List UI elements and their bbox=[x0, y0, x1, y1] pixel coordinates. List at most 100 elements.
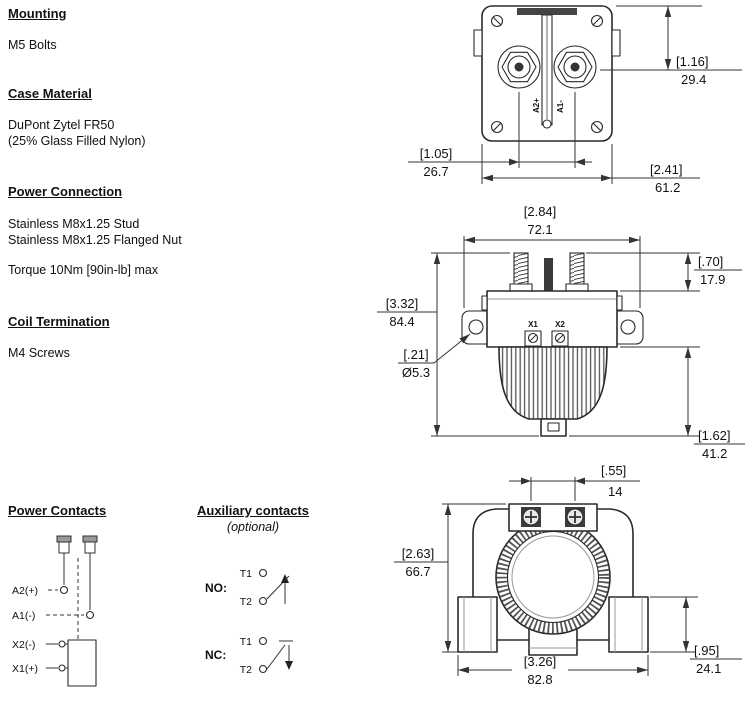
dim-side-width-mm: 72.1 bbox=[527, 222, 552, 237]
dim-top-height: [1.16] 29.4 bbox=[600, 5, 742, 87]
aux-no-t2-contact bbox=[258, 596, 268, 606]
dim-side-lower-in: [1.62] bbox=[698, 428, 731, 443]
coil-terminal-label-x1: X1 bbox=[528, 320, 538, 329]
top-view-left-tab bbox=[473, 29, 483, 57]
dim-front-screws: [.55] 14 bbox=[509, 463, 640, 501]
aux-no-t1-contact bbox=[258, 568, 268, 578]
ribbed-housing bbox=[498, 346, 608, 420]
coil-terminal-label-x2: X2 bbox=[555, 320, 565, 329]
aux-no-t1: T1 bbox=[240, 568, 252, 580]
top-view-right-tab bbox=[611, 29, 621, 57]
dim-front-width: [3.26] 82.8 bbox=[457, 654, 649, 687]
dim-side-stud-in: [.70] bbox=[698, 254, 723, 269]
power-stud-left bbox=[509, 252, 533, 292]
aux-nc-label: NC: bbox=[205, 648, 226, 662]
dim-side-width-in: [2.84] bbox=[524, 204, 557, 219]
spec-heading-case-material: Case Material bbox=[8, 86, 92, 101]
coil-terminal-x1 bbox=[58, 664, 66, 672]
dim-front-height-mm: 66.7 bbox=[405, 564, 430, 579]
terminal-a1-top bbox=[553, 45, 597, 89]
dim-side-stud-mm: 17.9 bbox=[700, 272, 725, 287]
aux-contacts-schematic: NO: T1 T2 NC: T1 T2 bbox=[205, 568, 293, 676]
spec-heading-power-connection: Power Connection bbox=[8, 184, 123, 199]
dim-top-spacing: [1.05] 26.7 bbox=[408, 92, 592, 179]
dim-front-screws-mm: 14 bbox=[608, 484, 622, 499]
dim-front-foot: [.95] 24.1 bbox=[650, 596, 742, 676]
coil-screw-x2 bbox=[551, 330, 569, 347]
dim-top-width: [2.41] 61.2 bbox=[481, 144, 700, 195]
dim-side-lower: [1.62] 41.2 bbox=[569, 346, 745, 461]
coil-screw-x1 bbox=[524, 330, 542, 347]
dim-front-height-in: [2.63] bbox=[402, 546, 435, 561]
dim-side-stud: [.70] 17.9 bbox=[586, 252, 742, 292]
aux-no-t2: T2 bbox=[240, 596, 252, 608]
right-mounting-hole bbox=[620, 319, 636, 335]
dim-front-foot-in: [.95] bbox=[694, 643, 719, 658]
power-stud-right bbox=[565, 252, 589, 292]
aux-nc-t1-contact bbox=[258, 636, 268, 646]
spec-line-power-2: Stainless M8x1.25 Flanged Nut bbox=[8, 233, 182, 247]
side-view-drawing: X1 X2 [2.84] 72.1 bbox=[377, 204, 745, 461]
dim-top-height-mm: 29.4 bbox=[681, 72, 706, 87]
terminal-label-a2: A2+ bbox=[532, 98, 541, 113]
contact-point-a1 bbox=[85, 610, 95, 620]
right-latch bbox=[616, 295, 623, 311]
dim-front-foot-mm: 24.1 bbox=[696, 661, 721, 676]
dim-side-width: [2.84] 72.1 bbox=[463, 204, 641, 308]
dim-front-width-in: [3.26] bbox=[524, 654, 557, 669]
spec-heading-coil-termination: Coil Termination bbox=[8, 314, 110, 329]
spec-line-case-2: (25% Glass Filled Nylon) bbox=[8, 134, 146, 148]
spec-heading-mounting: Mounting bbox=[8, 6, 67, 21]
power-label-x2: X2(-) bbox=[12, 639, 35, 651]
corner-screw-icons bbox=[490, 14, 604, 134]
aux-no-label: NO: bbox=[205, 581, 227, 595]
power-contacts-schematic: A2(+) A1(-) X2(-) X1(+) bbox=[12, 535, 98, 687]
spec-line-coil-1: M4 Screws bbox=[8, 346, 70, 360]
coil-terminal-x2 bbox=[58, 640, 66, 648]
dim-front-width-mm: 82.8 bbox=[527, 672, 552, 687]
power-contacts-title: Power Contacts bbox=[8, 503, 107, 518]
stud-symbol-a2 bbox=[56, 535, 72, 554]
dim-side-hole-mm: Ø5.3 bbox=[402, 365, 430, 380]
spec-line-power-3: Torque 10Nm [90in-lb] max bbox=[8, 263, 159, 277]
aux-nc-t2-contact bbox=[258, 664, 268, 674]
top-view-drawing: A2+ A1- [1.16] 29.4 [1.05] 26.7 bbox=[408, 5, 742, 195]
top-bracket bbox=[508, 503, 598, 532]
aux-contacts-subtitle: (optional) bbox=[226, 520, 280, 534]
front-view-drawing: [.55] 14 [2.63] 66.7 [3.26] 82.8 bbox=[394, 463, 742, 687]
spec-line-mounting-1: M5 Bolts bbox=[8, 38, 57, 52]
left-latch bbox=[481, 295, 488, 311]
dim-top-height-in: [1.16] bbox=[676, 54, 709, 69]
dim-side-lower-mm: 41.2 bbox=[702, 446, 727, 461]
power-label-a2: A2(+) bbox=[12, 585, 38, 597]
dim-top-spacing-in: [1.05] bbox=[420, 146, 453, 161]
dim-side-hole: [.21] Ø5.3 bbox=[398, 333, 471, 380]
spec-line-power-1: Stainless M8x1.25 Stud bbox=[8, 217, 140, 231]
dim-top-width-in: [2.41] bbox=[650, 162, 683, 177]
dim-front-height: [2.63] 66.7 bbox=[394, 503, 506, 653]
terminal-a2-top bbox=[497, 45, 541, 89]
dim-front-screws-in: [.55] bbox=[601, 463, 626, 478]
dim-side-height-in: [3.32] bbox=[386, 296, 419, 311]
lever-pivot bbox=[542, 119, 552, 129]
aux-lever-tab bbox=[544, 258, 553, 291]
aux-contacts-title: Auxiliary contacts bbox=[197, 503, 309, 518]
aux-no-arrow-icon bbox=[281, 574, 289, 583]
dim-top-spacing-mm: 26.7 bbox=[423, 164, 448, 179]
power-label-x1: X1(+) bbox=[12, 663, 38, 675]
dim-side-height: [3.32] 84.4 bbox=[377, 252, 539, 437]
aux-nc-t2: T2 bbox=[240, 664, 252, 676]
coil-face bbox=[495, 519, 611, 635]
left-mounting-hole bbox=[468, 319, 484, 335]
stud-symbol-a1 bbox=[82, 535, 98, 554]
dim-side-hole-in: [.21] bbox=[403, 347, 428, 362]
dim-side-height-mm: 84.4 bbox=[389, 314, 414, 329]
spec-line-case-1: DuPont Zytel FR50 bbox=[8, 118, 115, 132]
aux-nc-arrow-icon bbox=[285, 661, 293, 670]
coil-symbol bbox=[67, 639, 97, 687]
aux-nc-t1: T1 bbox=[240, 636, 252, 648]
dim-top-width-mm: 61.2 bbox=[655, 180, 680, 195]
power-label-a1: A1(-) bbox=[12, 610, 35, 622]
